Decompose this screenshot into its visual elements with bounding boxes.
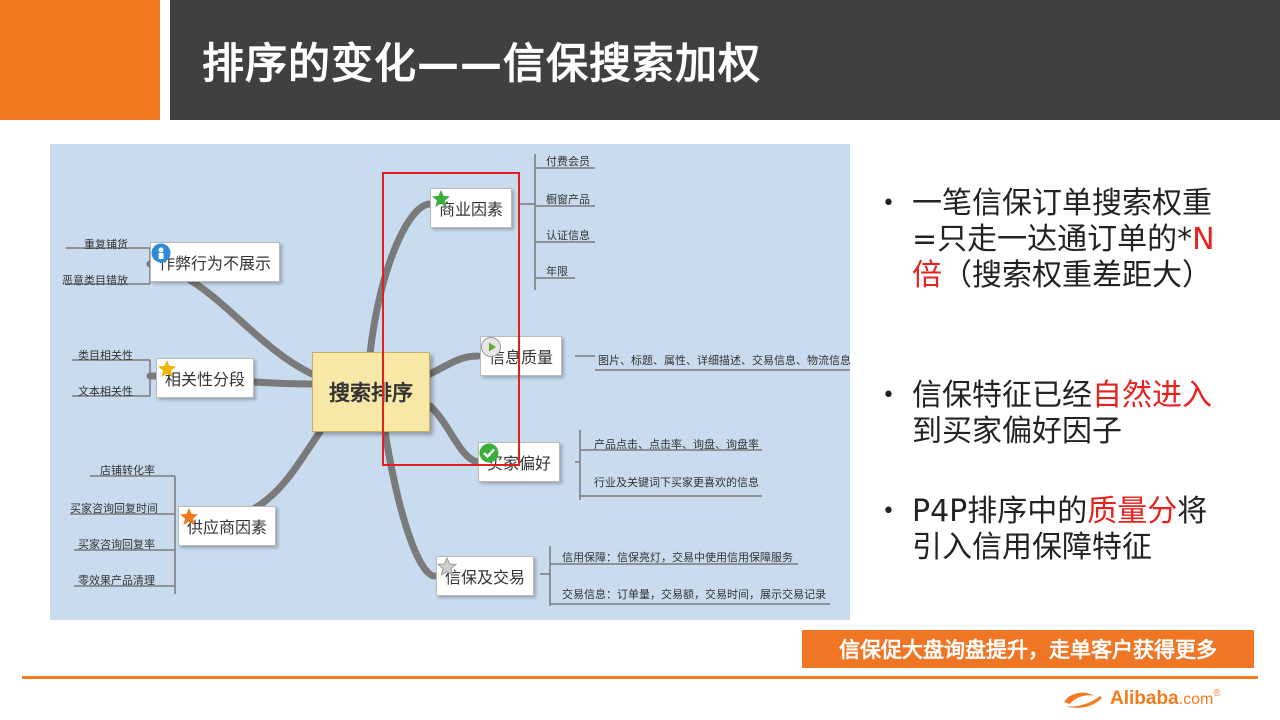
gray-star-icon — [437, 557, 457, 577]
node-cheat: 作弊行为不展示 — [150, 242, 281, 282]
leaf-showcase-product: 橱窗产品 — [546, 193, 590, 206]
bullet-marker: • — [882, 191, 895, 216]
yellow-star-icon — [158, 360, 176, 377]
leaf-years: 年限 — [546, 265, 568, 278]
check-icon — [479, 443, 499, 463]
title-bar: 排序的变化——信保搜索加权 — [170, 0, 1280, 120]
leaf-zero-effect-cleanup: 零效果产品清理 — [78, 574, 155, 587]
node-trade: 信保及交易 — [436, 556, 535, 596]
people-icon — [151, 243, 171, 263]
node-quality: 信息质量 — [480, 336, 563, 376]
alibaba-logo: Alibaba.com® — [1060, 686, 1221, 712]
leaf-certification: 认证信息 — [546, 229, 590, 242]
node-relevance: 相关性分段 — [156, 358, 255, 398]
leaf-paid-member: 付费会员 — [546, 155, 590, 168]
bullet-marker: • — [882, 383, 895, 408]
bullet-1: • 一笔信保订单搜索权重 =只走一达通订单的*N 倍（搜索权重差距大） — [882, 186, 1215, 293]
leaf-trade-info: 交易信息：订单量，交易额，交易时间，展示交易记录 — [562, 588, 826, 601]
leaf-reply-time: 买家咨询回复时间 — [70, 502, 158, 515]
bottom-divider — [22, 676, 1258, 679]
bullet-marker: • — [882, 499, 895, 524]
play-icon — [481, 337, 501, 357]
orange-star-icon — [180, 508, 198, 525]
bullet-3: • P4P排序中的质量分将 引入信用保障特征 — [882, 494, 1208, 565]
slide-title: 排序的变化——信保搜索加权 — [202, 39, 762, 88]
leaf-quality-items: 图片、标题、属性、详细描述、交易信息、物流信息 — [598, 354, 851, 367]
leaf-text-relevance: 文本相关性 — [78, 385, 133, 398]
center-node: 搜索排序 — [312, 352, 430, 432]
bullet-2: • 信保特征已经自然进入 到买家偏好因子 — [882, 378, 1212, 449]
mind-map-image: 搜索排序 商业因素 付费会员 橱窗产品 认证信息 年限 作弊行为不展示 重复铺货… — [50, 144, 851, 620]
leaf-category-relevance: 类目相关性 — [78, 349, 133, 362]
green-star-icon — [432, 190, 450, 207]
logo-text: Alibaba.com® — [1110, 688, 1221, 709]
leaf-reply-rate: 买家咨询回复率 — [78, 538, 155, 551]
node-commerce: 商业因素 — [430, 188, 513, 228]
leaf-credit-guarantee: 信用保障：信保亮灯，交易中使用信用保障服务 — [562, 551, 793, 564]
leaf-industry-keywords: 行业及关键词下买家更喜欢的信息 — [594, 476, 759, 489]
callout-banner: 信保促大盘询盘提升，走单客户获得更多 — [802, 630, 1254, 668]
node-supplier: 供应商因素 — [178, 506, 277, 546]
alibaba-smile-icon — [1064, 692, 1102, 708]
leaf-duplicate-listing: 重复铺货 — [84, 238, 128, 251]
leaf-store-conversion: 店铺转化率 — [100, 464, 155, 477]
orange-accent-block — [0, 0, 160, 120]
leaf-click-inquiry: 产品点击、点击率、询盘、询盘率 — [594, 438, 759, 451]
red-highlight-box — [382, 172, 520, 466]
leaf-misplaced-category: 恶意类目错放 — [62, 274, 128, 287]
